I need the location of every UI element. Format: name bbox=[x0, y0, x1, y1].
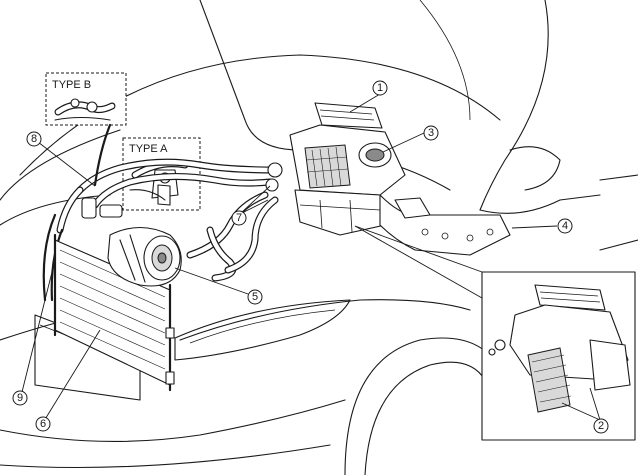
callout-7: 7 bbox=[231, 210, 247, 226]
callout-3-text: 3 bbox=[428, 127, 434, 139]
callout-4-text: 4 bbox=[562, 220, 568, 232]
callout-2: 2 bbox=[593, 418, 609, 434]
type-b-label: TYPE B bbox=[52, 79, 91, 91]
callout-7-text: 7 bbox=[236, 212, 242, 224]
condenser bbox=[53, 233, 175, 392]
callout-8: 8 bbox=[26, 131, 42, 147]
callout-9-text: 9 bbox=[17, 392, 23, 404]
callout-1: 1 bbox=[372, 80, 388, 96]
callout-3: 3 bbox=[423, 125, 439, 141]
refrigerant-lines bbox=[42, 123, 279, 302]
air-duct bbox=[379, 194, 511, 256]
callout-4: 4 bbox=[557, 218, 573, 234]
type-b-inset: TYPE B bbox=[45, 72, 127, 126]
callout-8-text: 8 bbox=[31, 133, 37, 145]
callout-5-text: 5 bbox=[252, 291, 258, 303]
callout-6: 6 bbox=[35, 416, 51, 432]
callout-9: 9 bbox=[12, 390, 28, 406]
callout-1-text: 1 bbox=[377, 82, 383, 94]
callout-6-text: 6 bbox=[40, 418, 46, 430]
heater-blower-unit bbox=[265, 102, 406, 236]
callout-5: 5 bbox=[247, 289, 263, 305]
type-b-frame bbox=[45, 72, 127, 126]
callout-2-text: 2 bbox=[598, 420, 604, 432]
compressor bbox=[81, 197, 182, 287]
type-a-label: TYPE A bbox=[129, 143, 168, 155]
callout-leaders bbox=[21, 93, 601, 422]
filter-detail-inset bbox=[354, 225, 636, 441]
